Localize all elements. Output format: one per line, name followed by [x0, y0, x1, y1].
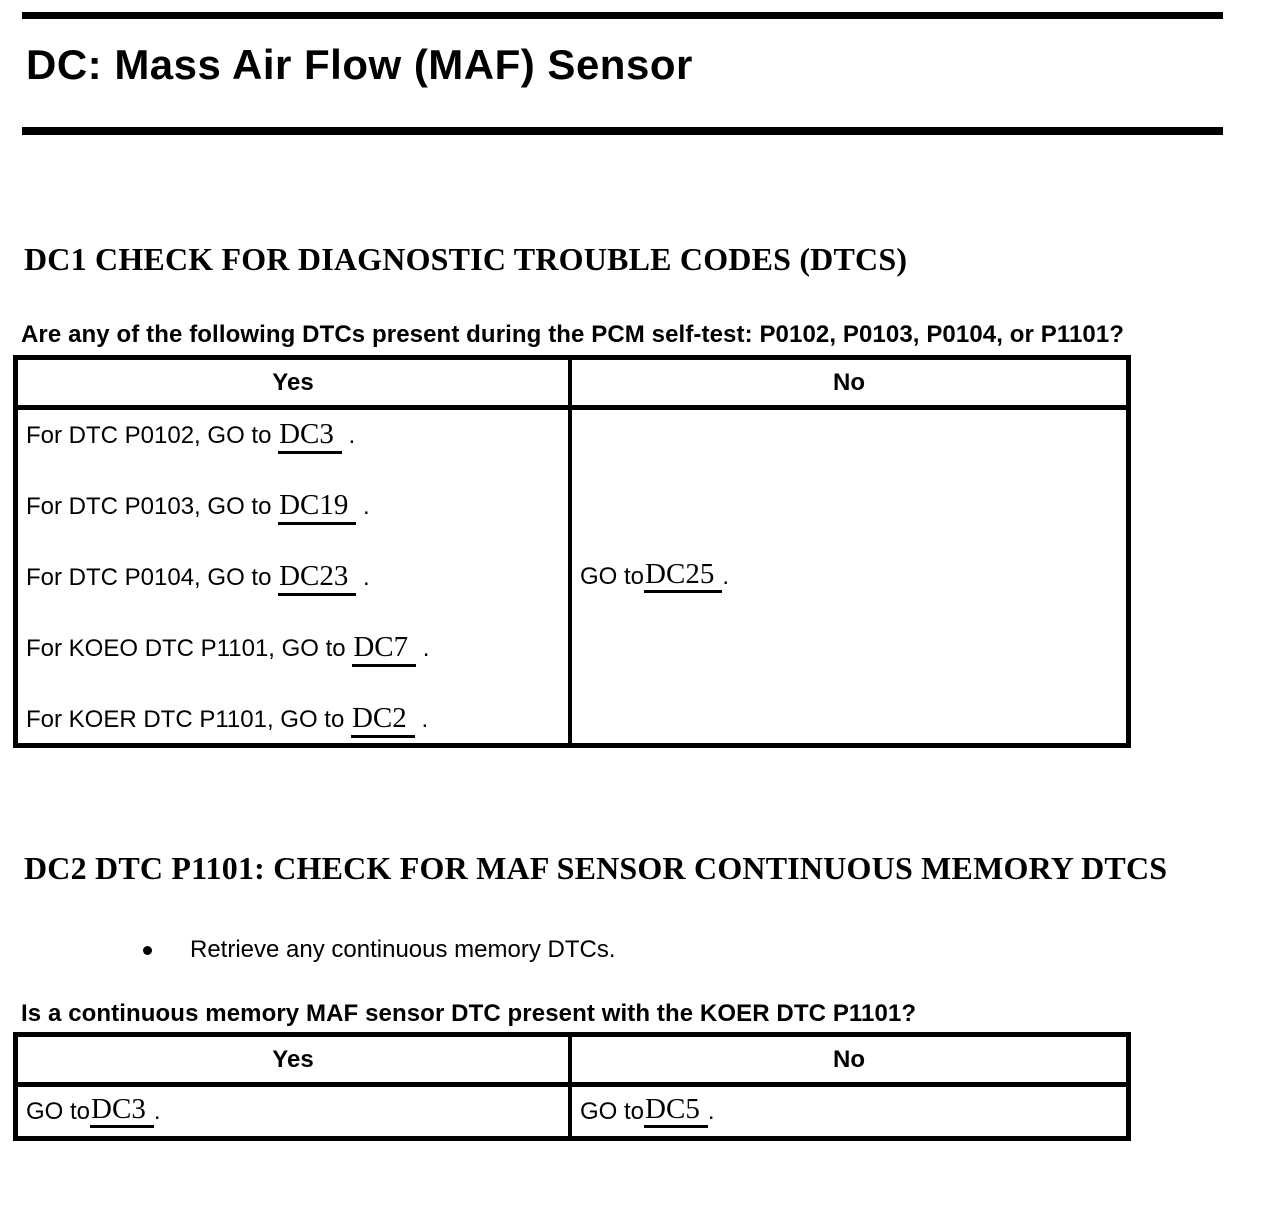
- link-dc25[interactable]: DC25: [644, 560, 723, 593]
- dc2-yes-cell: GO to DC3 .: [18, 1087, 572, 1136]
- dc2-decision-table: Yes No GO to DC3 . GO to DC5 .: [13, 1032, 1131, 1141]
- row-period: .: [341, 422, 356, 449]
- link-dc23[interactable]: DC23: [278, 560, 357, 596]
- dc2-heading: DC2 DTC P1101: CHECK FOR MAF SENSOR CONT…: [24, 850, 1168, 886]
- row-text: GO to: [26, 1097, 91, 1125]
- dc2-header-yes: Yes: [18, 1037, 572, 1087]
- row-text: GO to: [580, 562, 645, 590]
- link-dc3[interactable]: DC3: [278, 418, 342, 454]
- top-rule: [22, 12, 1223, 19]
- dc2-no-cell: GO to DC5 .: [572, 1087, 1126, 1136]
- link-dc3[interactable]: DC3: [90, 1095, 154, 1128]
- row-period: .: [707, 1097, 715, 1125]
- row-text: For DTC P0103, GO to: [26, 493, 279, 520]
- dc1-yes-row-p0102: For DTC P0102, GO to DC3 .: [26, 418, 560, 454]
- row-period: .: [356, 493, 370, 520]
- dc1-question: Are any of the following DTCs present du…: [21, 321, 1125, 348]
- section-dc1: DC1 CHECK FOR DIAGNOSTIC TROUBLE CODES (…: [0, 241, 1264, 748]
- dc1-yes-row-koeo-p1101: For KOEO DTC P1101, GO to DC7 .: [26, 631, 560, 667]
- bullet-icon: [143, 945, 152, 955]
- row-period: .: [153, 1097, 161, 1125]
- dc1-header-no: No: [572, 360, 1126, 410]
- link-dc2[interactable]: DC2: [350, 702, 415, 738]
- row-text: For KOER DTC P1101, GO to: [26, 706, 351, 733]
- row-period: .: [414, 706, 429, 733]
- row-text: For DTC P0104, GO to: [26, 564, 279, 591]
- dc1-header-yes: Yes: [18, 360, 572, 410]
- dc2-question: Is a continuous memory MAF sensor DTC pr…: [21, 1000, 917, 1027]
- page-title: DC: Mass Air Flow (MAF) Sensor: [26, 41, 693, 88]
- row-period: .: [722, 562, 729, 590]
- row-text: GO to: [580, 1097, 645, 1125]
- row-text: For KOEO DTC P1101, GO to: [26, 635, 353, 662]
- dc2-bullet-text: Retrieve any continuous memory DTCs.: [190, 936, 616, 963]
- link-dc5[interactable]: DC5: [644, 1095, 708, 1128]
- row-text: For DTC P0102, GO to: [26, 422, 279, 449]
- title-bottom-rule: [22, 127, 1223, 135]
- link-dc19[interactable]: DC19: [278, 489, 357, 525]
- document-page: DC: Mass Air Flow (MAF) Sensor DC1 CHECK…: [0, 12, 1264, 1141]
- row-period: .: [356, 564, 370, 591]
- dc1-yes-row-koer-p1101: For KOER DTC P1101, GO to DC2 .: [26, 702, 560, 738]
- dc1-heading: DC1 CHECK FOR DIAGNOSTIC TROUBLE CODES (…: [24, 241, 908, 277]
- dc1-no-cell: GO to DC25 .: [572, 410, 1126, 743]
- section-dc2: DC2 DTC P1101: CHECK FOR MAF SENSOR CONT…: [0, 850, 1264, 1141]
- row-period: .: [416, 635, 430, 662]
- dc1-yes-row-p0103: For DTC P0103, GO to DC19 .: [26, 489, 560, 525]
- link-dc7[interactable]: DC7: [352, 631, 417, 667]
- dc1-decision-table: Yes No For DTC P0102, GO to DC3 . For DT…: [13, 355, 1131, 748]
- dc1-yes-cell: For DTC P0102, GO to DC3 . For DTC P0103…: [18, 410, 572, 743]
- dc1-yes-row-p0104: For DTC P0104, GO to DC23 .: [26, 560, 560, 596]
- dc2-header-no: No: [572, 1037, 1126, 1087]
- dc2-bullet-item: Retrieve any continuous memory DTCs.: [143, 936, 1264, 964]
